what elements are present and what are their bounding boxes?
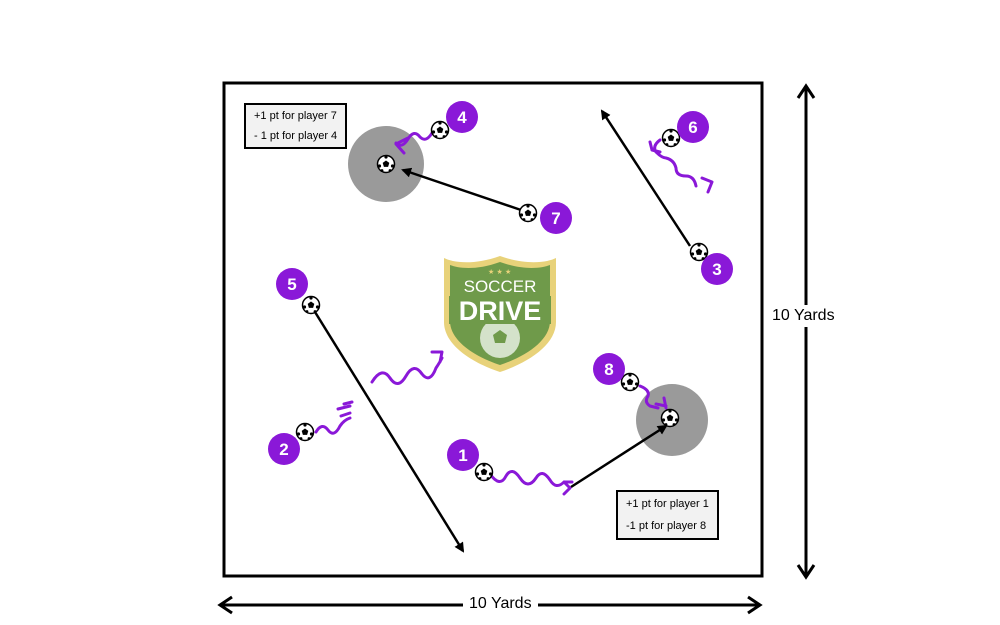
score-rule-line: - 1 pt for player 4 <box>254 130 338 142</box>
player-2: 2 <box>268 433 300 465</box>
svg-text:8: 8 <box>604 360 613 379</box>
pass-arrow-3-upward <box>600 109 692 247</box>
score-box-bottom-right: +1 pt for player 1 -1 pt for player 8 <box>616 490 719 540</box>
svg-text:DRIVE: DRIVE <box>459 296 542 326</box>
dribble-path-6 <box>648 138 714 194</box>
player-7: 7 <box>540 202 572 234</box>
pass-arrow-7-to-zone <box>401 167 522 212</box>
dribble-path-8 <box>638 384 668 410</box>
soccer-ball-icon <box>474 462 494 482</box>
soccer-ball-icon <box>518 203 538 223</box>
svg-text:3: 3 <box>712 260 721 279</box>
soccer-ball-icon <box>689 242 709 262</box>
height-dimension-arrow <box>796 83 816 580</box>
dribble-path-1 <box>488 470 574 496</box>
svg-text:7: 7 <box>551 209 560 228</box>
soccer-ball-icon <box>301 295 321 315</box>
soccer-ball-icon <box>430 120 450 140</box>
player-6: 6 <box>677 111 709 143</box>
svg-text:★ ★ ★: ★ ★ ★ <box>488 268 511 276</box>
pass-arrow-5-downward <box>313 311 465 553</box>
width-dimension-label: 10 Yards <box>463 595 538 613</box>
dribble-path-middle <box>370 350 444 385</box>
player-4: 4 <box>446 101 478 133</box>
svg-text:SOCCER: SOCCER <box>464 277 537 296</box>
soccer-drive-shield-logo: ★ ★ ★ SOCCER DRIVE <box>444 256 556 372</box>
dribble-path-2 <box>314 400 354 435</box>
player-1: 1 <box>447 439 479 471</box>
soccer-ball-icon <box>376 154 396 174</box>
score-rule-line: -1 pt for player 8 <box>626 520 707 532</box>
svg-text:4: 4 <box>457 108 467 127</box>
svg-text:1: 1 <box>458 446 467 465</box>
soccer-ball-icon <box>660 408 680 428</box>
score-rule-line: +1 pt for player 1 <box>626 498 709 510</box>
svg-text:5: 5 <box>287 275 296 294</box>
player-5: 5 <box>276 268 308 300</box>
svg-text:6: 6 <box>688 118 697 137</box>
svg-text:2: 2 <box>279 440 288 459</box>
soccer-ball-icon <box>295 422 315 442</box>
player-8: 8 <box>593 353 625 385</box>
soccer-ball-icon <box>661 128 681 148</box>
soccer-ball-icon <box>620 372 640 392</box>
pass-arrow-1-to-zone <box>570 424 668 489</box>
score-box-top-left: +1 pt for player 7 - 1 pt for player 4 <box>244 103 348 149</box>
player-3: 3 <box>701 253 733 285</box>
score-rule-line: +1 pt for player 7 <box>254 110 337 122</box>
dribble-path-4 <box>394 131 434 155</box>
height-dimension-label: 10 Yards <box>770 305 837 327</box>
